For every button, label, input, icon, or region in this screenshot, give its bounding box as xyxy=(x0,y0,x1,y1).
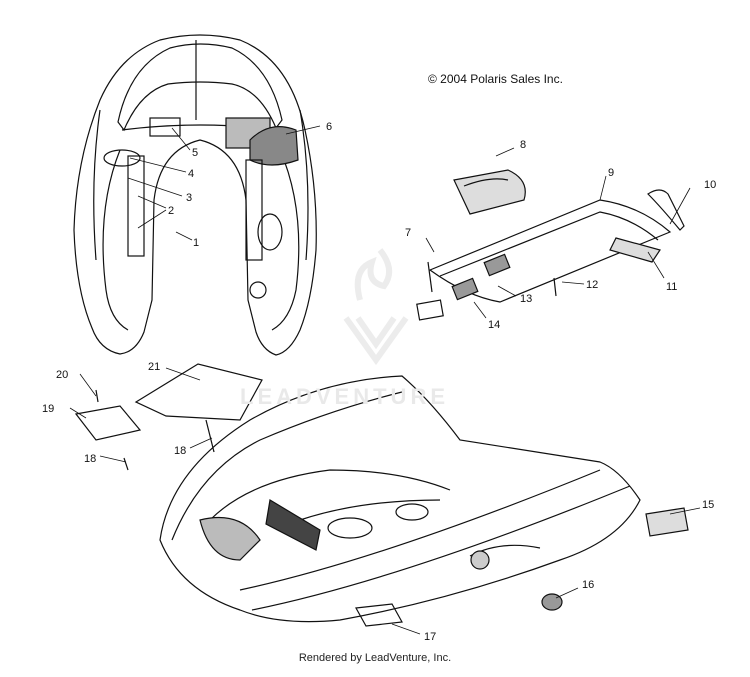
flap-assembly xyxy=(416,169,685,321)
lower-hood xyxy=(159,375,689,627)
callout-12: 12 xyxy=(586,279,598,291)
callout-5: 5 xyxy=(192,147,198,159)
callout-2: 2 xyxy=(168,205,174,217)
callout-14: 14 xyxy=(488,319,500,331)
plate-parts xyxy=(74,363,263,471)
callout-4: 4 xyxy=(188,168,194,180)
callout-10: 10 xyxy=(704,179,716,191)
callout-13: 13 xyxy=(520,293,532,305)
watermark-logo xyxy=(343,248,409,366)
callout-16: 16 xyxy=(582,579,594,591)
callout-11: 11 xyxy=(666,281,677,293)
copyright-notice: © 2004 Polaris Sales Inc. xyxy=(428,72,563,86)
callout-6: 6 xyxy=(326,121,332,133)
footer-credit: Rendered by LeadVenture, Inc. xyxy=(298,652,452,664)
callout-1: 1 xyxy=(193,237,199,249)
callout-7: 7 xyxy=(405,227,411,239)
watermark-text: LEADVENTURE xyxy=(240,384,450,409)
callout-18-right: 18 xyxy=(174,445,186,457)
callout-15: 15 xyxy=(702,499,714,511)
callout-21: 21 xyxy=(148,361,160,373)
callout-labels: 1 2 3 4 5 6 7 8 9 10 11 12 13 14 15 16 1… xyxy=(42,121,716,643)
upper-hood xyxy=(73,34,317,356)
callout-3: 3 xyxy=(186,192,192,204)
callout-20: 20 xyxy=(56,369,68,381)
callout-9: 9 xyxy=(608,167,614,179)
callout-18-left: 18 xyxy=(84,453,96,465)
callout-19: 19 xyxy=(42,403,54,415)
callout-8: 8 xyxy=(520,139,526,151)
leader-lines xyxy=(69,125,701,635)
callout-17: 17 xyxy=(424,631,436,643)
